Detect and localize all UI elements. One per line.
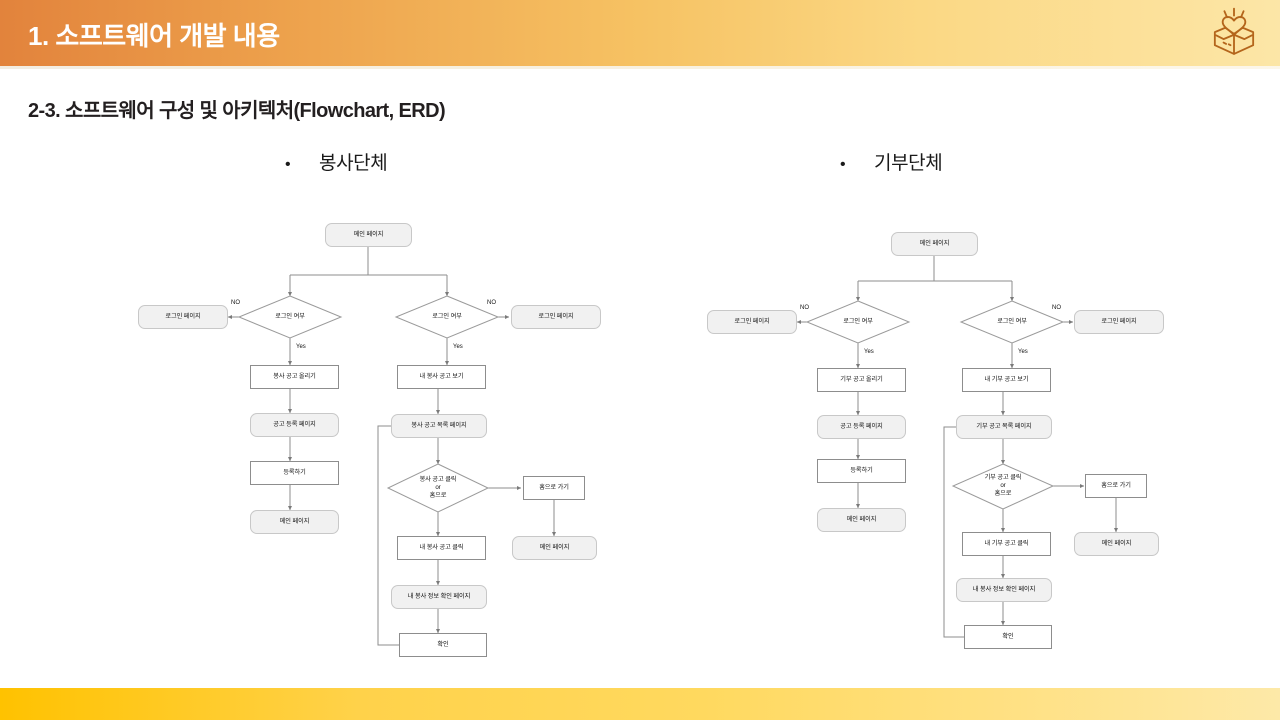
column-heading-volunteer: 봉사단체 [285, 148, 388, 175]
bullet-icon [840, 153, 874, 175]
flow-node: 내 봉사 정보 확인 페이지 [956, 578, 1052, 602]
header-divider [0, 66, 1280, 69]
flow-node: 로그인 페이지 [1074, 310, 1164, 334]
flow-node: 로그인 페이지 [707, 310, 797, 334]
flow-node: 홈으로 가기 [1085, 474, 1147, 498]
flow-node: 공고 등록 페이지 [250, 413, 339, 437]
flow-node: 내 봉사 공고 클릭 [397, 536, 486, 560]
flow-decision: 기부 공고 클릭 or 홈으로 [963, 467, 1043, 505]
column-heading-donation: 기부단체 [840, 148, 943, 175]
flow-decision: 봉사 공고 클릭 or 홈으로 [398, 469, 478, 507]
flow-node: 내 기부 공고 클릭 [962, 532, 1051, 556]
column-heading-label: 봉사단체 [319, 153, 388, 174]
slide-footer [0, 688, 1280, 720]
edge-label-yes: Yes [864, 349, 874, 355]
flow-decision-label: 로그인 여부 [843, 318, 873, 326]
edge-label-no: NO [231, 300, 240, 306]
slide-header: 1. 소프트웨어 개발 내용 [0, 0, 1280, 66]
flow-node: 메인 페이지 [512, 536, 597, 560]
flow-decision-label: 로그인 여부 [997, 318, 1027, 326]
flow-decision: 로그인 여부 [967, 312, 1057, 332]
flow-node: 메인 페이지 [325, 223, 412, 247]
flow-node: 등록하기 [250, 461, 339, 485]
section-subtitle: 2-3. 소프트웨어 구성 및 아키텍처(Flowchart, ERD) [28, 100, 446, 122]
flow-decision: 로그인 여부 [402, 307, 492, 327]
flow-node: 내 봉사 정보 확인 페이지 [391, 585, 487, 609]
edge-label-yes: Yes [296, 344, 306, 350]
edge-label-no: NO [1052, 305, 1061, 311]
bullet-icon [285, 153, 319, 175]
flow-decision-label: 로그인 여부 [275, 313, 305, 321]
flow-decision-label: 기부 공고 클릭 or 홈으로 [984, 474, 1022, 497]
flow-decision: 로그인 여부 [245, 307, 335, 327]
flow-node: 메인 페이지 [250, 510, 339, 534]
edge-label-yes: Yes [453, 344, 463, 350]
edge-label-yes: Yes [1018, 349, 1028, 355]
flow-node: 공고 등록 페이지 [817, 415, 906, 439]
flow-node: 봉사 공고 목록 페이지 [391, 414, 487, 438]
flow-node: 내 기부 공고 보기 [962, 368, 1051, 392]
flow-node: 등록하기 [817, 459, 906, 483]
flow-node: 기부 공고 올리기 [817, 368, 906, 392]
flow-decision-label: 봉사 공고 클릭 or 홈으로 [419, 476, 457, 499]
flow-node: 확인 [964, 625, 1052, 649]
edge-label-no: NO [487, 300, 496, 306]
heart-in-box-icon [1206, 6, 1262, 60]
flow-node: 봉사 공고 올리기 [250, 365, 339, 389]
flow-node: 내 봉사 공고 보기 [397, 365, 486, 389]
page-title: 1. 소프트웨어 개발 내용 [28, 21, 280, 51]
flow-node: 메인 페이지 [891, 232, 978, 256]
flow-node: 확인 [399, 633, 487, 657]
flow-node: 로그인 페이지 [138, 305, 228, 329]
column-heading-label: 기부단체 [874, 153, 943, 174]
flow-node: 기부 공고 목록 페이지 [956, 415, 1052, 439]
flow-node: 홈으로 가기 [523, 476, 585, 500]
flow-node: 메인 페이지 [1074, 532, 1159, 556]
edge-label-no: NO [800, 305, 809, 311]
flow-decision: 로그인 여부 [813, 312, 903, 332]
flow-node: 메인 페이지 [817, 508, 906, 532]
flow-node: 로그인 페이지 [511, 305, 601, 329]
flow-decision-label: 로그인 여부 [432, 313, 462, 321]
